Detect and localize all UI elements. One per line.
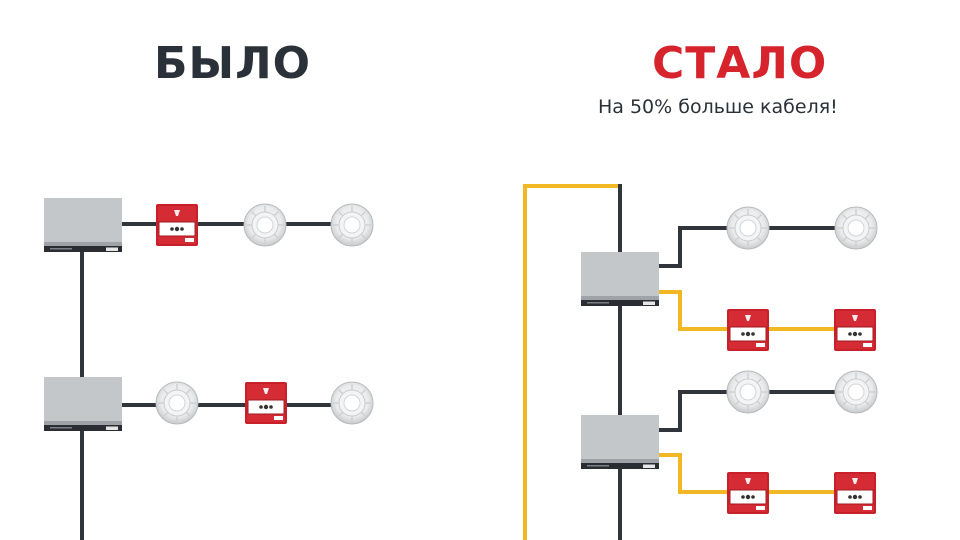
smoke-detector-icon bbox=[330, 203, 374, 247]
before-cables bbox=[80, 222, 350, 540]
smoke-detector-icon bbox=[834, 370, 878, 414]
manual-call-point-icon bbox=[245, 382, 287, 424]
manual-call-point-icon bbox=[727, 472, 769, 514]
manual-call-point-icon bbox=[834, 309, 876, 351]
manual-call-point-icon bbox=[156, 204, 198, 246]
smoke-detector-icon bbox=[243, 203, 287, 247]
smoke-detector-icon bbox=[726, 206, 770, 250]
control-panel-icon bbox=[44, 377, 122, 431]
smoke-detector-icon bbox=[330, 381, 374, 425]
title-after: СТАЛО bbox=[652, 38, 828, 89]
smoke-detector-icon bbox=[155, 381, 199, 425]
control-panel-icon bbox=[581, 415, 659, 469]
after-yellow-cables bbox=[523, 184, 840, 540]
control-panel-icon bbox=[44, 198, 122, 252]
manual-call-point-icon bbox=[727, 309, 769, 351]
control-panel-icon bbox=[581, 252, 659, 306]
title-before: БЫЛО bbox=[154, 38, 312, 89]
smoke-detector-icon bbox=[834, 206, 878, 250]
after-dark-cables bbox=[618, 184, 860, 540]
subtitle-after: На 50% больше кабеля! bbox=[598, 96, 838, 118]
manual-call-point-icon bbox=[834, 472, 876, 514]
smoke-detector-icon bbox=[726, 370, 770, 414]
